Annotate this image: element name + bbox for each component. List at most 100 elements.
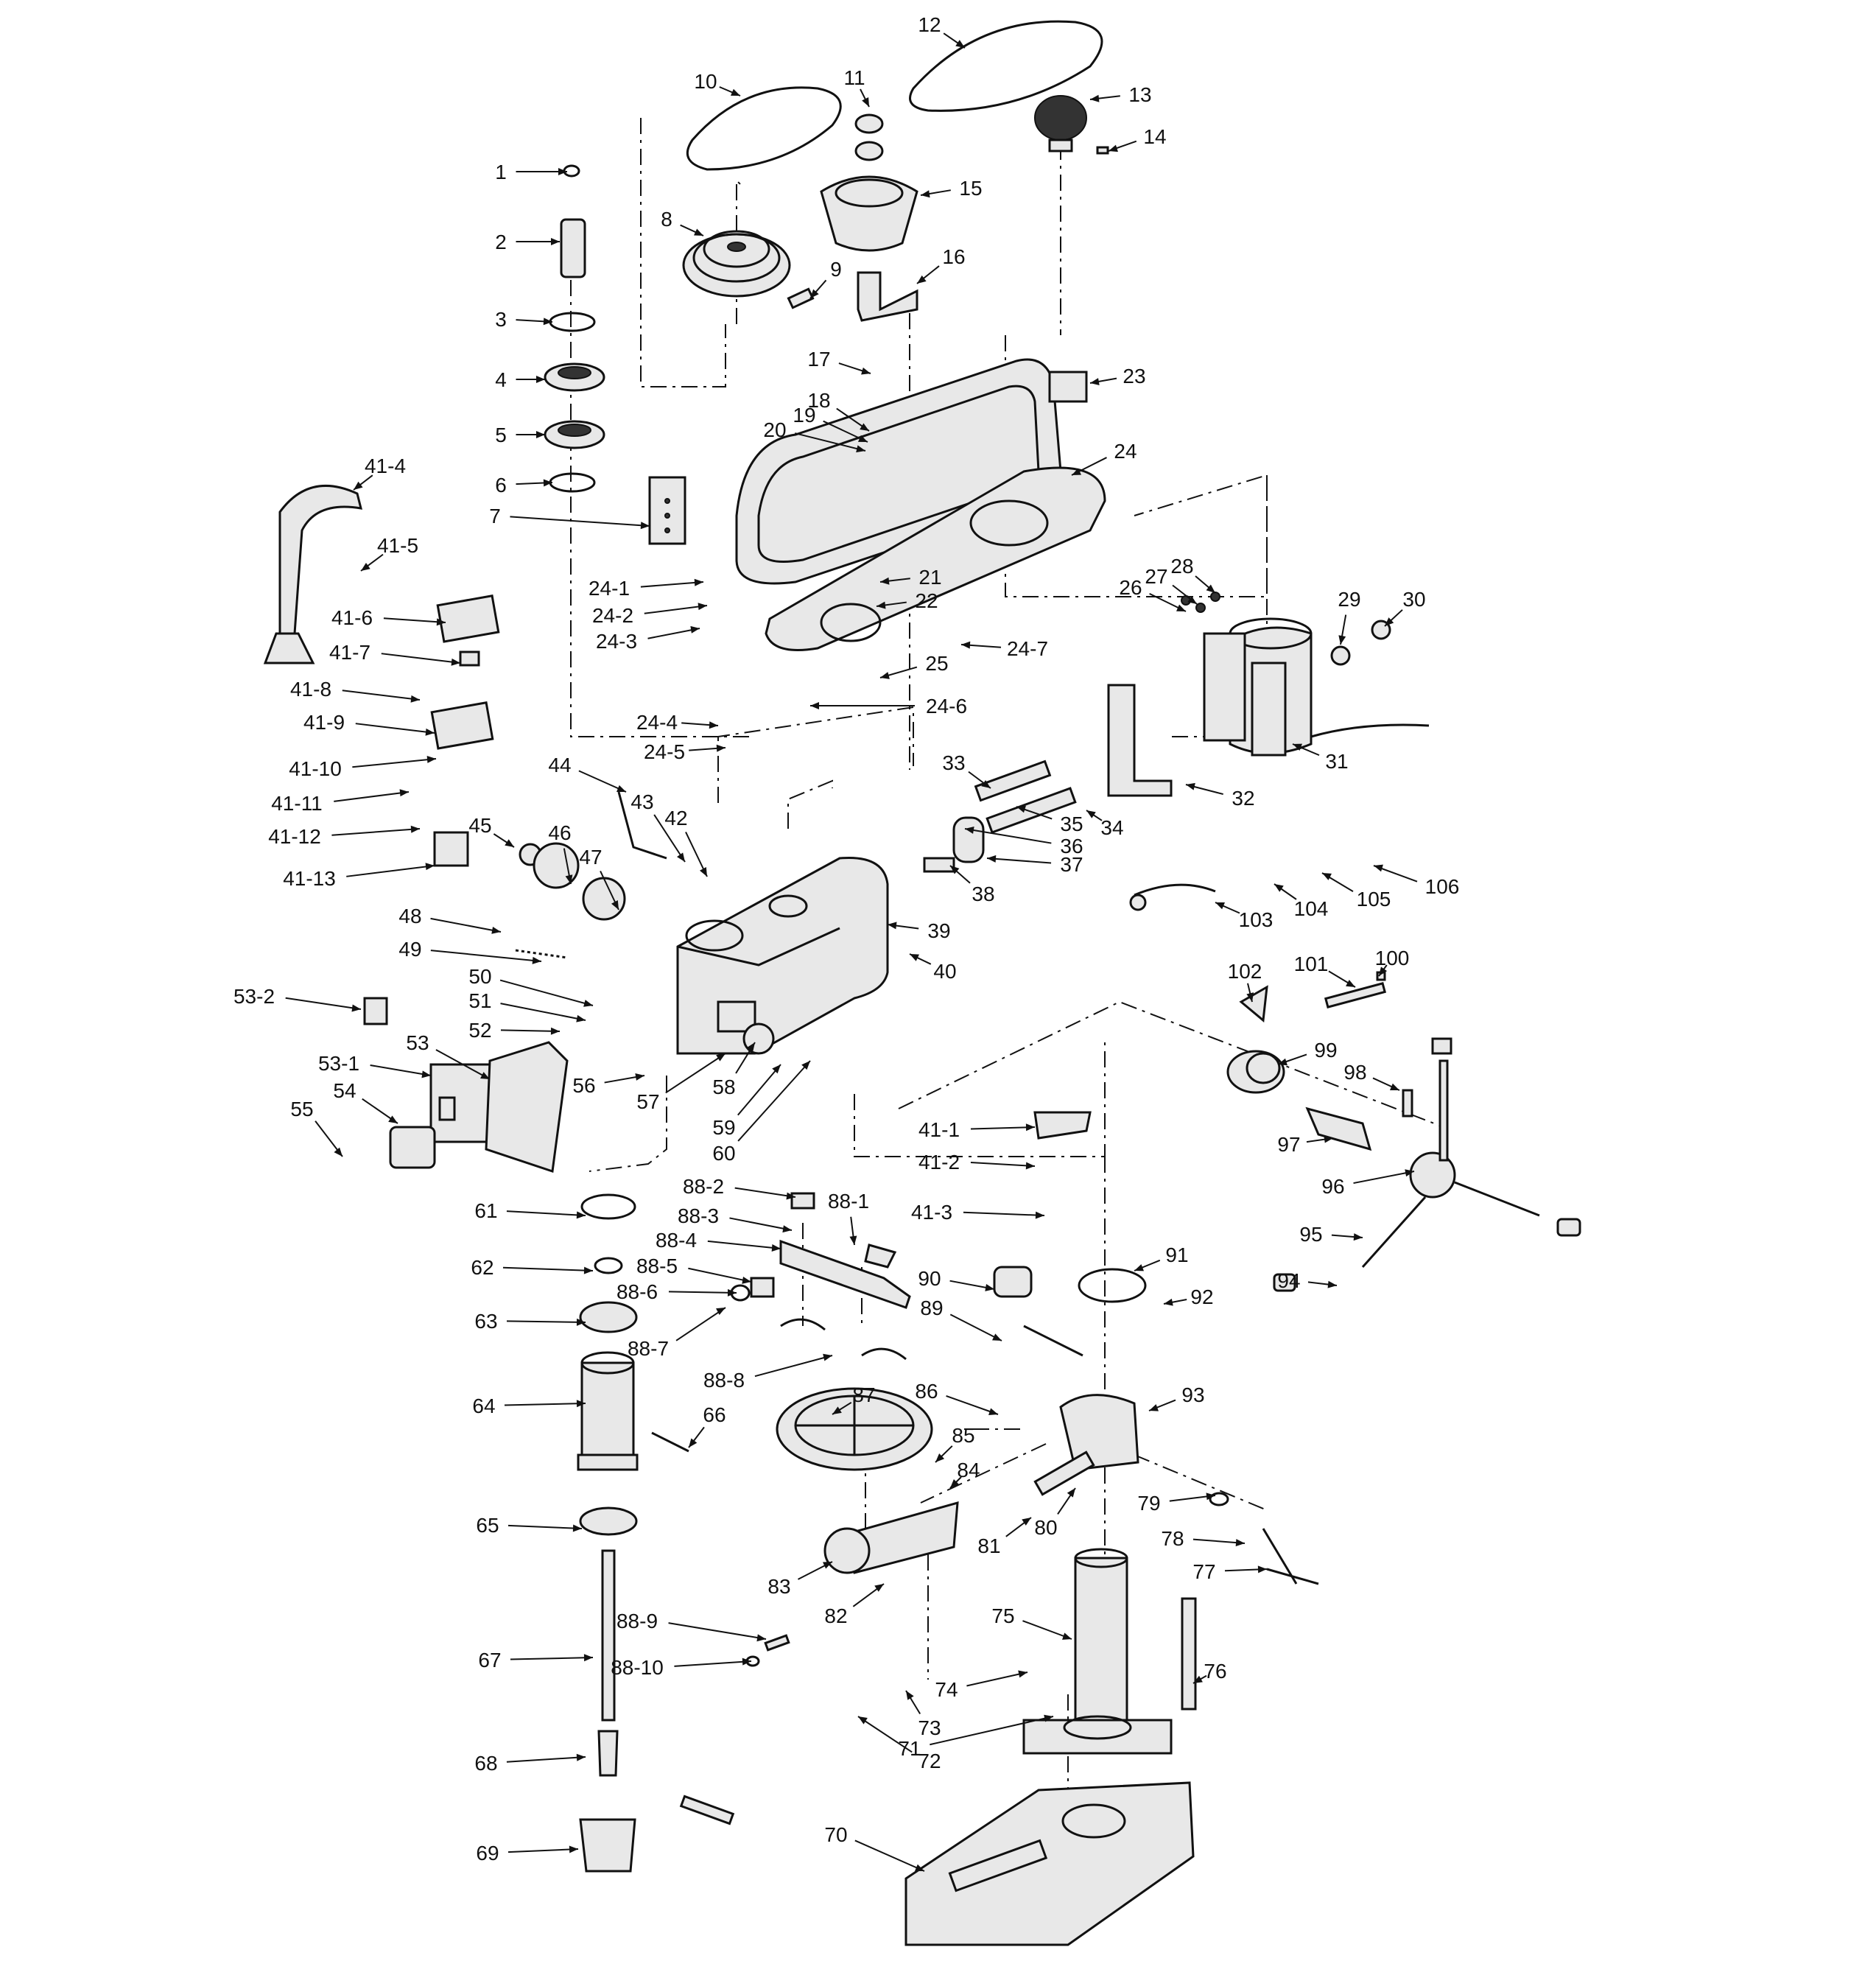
callout-text-35: 35	[1060, 813, 1083, 835]
callout-text-56: 56	[572, 1074, 595, 1097]
pulleys-and-belts	[682, 20, 1109, 322]
callout-text-41-13: 41-13	[283, 867, 336, 890]
callout-40: 40	[909, 953, 957, 983]
leader-line-36	[964, 828, 1052, 844]
callout-88-6: 88-6	[616, 1280, 737, 1303]
callout-text-87: 87	[852, 1383, 875, 1406]
callout-88-2: 88-2	[683, 1175, 796, 1200]
leader-arrow-41-10	[426, 755, 436, 763]
callout-text-41-2: 41-2	[918, 1151, 960, 1174]
motor-assembly	[974, 592, 1430, 834]
callout-80: 80	[1034, 1487, 1076, 1539]
callout-text-7: 7	[489, 505, 501, 527]
leader-arrow-13	[1090, 94, 1100, 102]
callout-73: 73	[905, 1690, 941, 1739]
callout-105: 105	[1321, 872, 1391, 911]
callout-text-13: 13	[1128, 83, 1151, 106]
leader-arrow-32	[1186, 782, 1195, 790]
switch-box	[263, 484, 569, 1173]
callout-text-85: 85	[952, 1424, 974, 1447]
callout-text-6: 6	[495, 474, 507, 497]
leader-arrow-89	[992, 1333, 1002, 1341]
callout-text-83: 83	[767, 1575, 790, 1598]
callout-30: 30	[1384, 588, 1426, 627]
callout-text-94: 94	[1277, 1269, 1300, 1292]
callout-text-89: 89	[920, 1297, 943, 1319]
leader-arrow-46	[565, 874, 573, 884]
leader-line-89	[949, 1313, 1002, 1341]
callout-16: 16	[916, 245, 966, 284]
leader-arrow-104	[1274, 884, 1284, 892]
callout-text-24-3: 24-3	[596, 630, 637, 653]
callout-103: 103	[1215, 902, 1273, 931]
leader-arrow-66	[689, 1438, 698, 1448]
leader-arrow-101	[1346, 979, 1355, 987]
leader-line-88-2	[734, 1187, 796, 1198]
callout-104: 104	[1273, 883, 1329, 920]
leader-line-68	[506, 1756, 586, 1763]
callout-91: 91	[1134, 1243, 1189, 1271]
leader-arrow-74	[1018, 1670, 1027, 1678]
callout-21: 21	[879, 566, 942, 589]
leader-line-41-2	[970, 1162, 1036, 1167]
leader-line-88-9	[668, 1622, 767, 1640]
callout-text-41-6: 41-6	[331, 606, 373, 629]
leader-arrow-38	[950, 866, 960, 874]
callout-text-76: 76	[1204, 1660, 1226, 1683]
leader-arrow-12	[955, 40, 965, 48]
leader-line-88-10	[674, 1660, 752, 1667]
leader-arrow-100	[1379, 967, 1388, 976]
leader-line-88-8	[754, 1355, 833, 1378]
leader-arrow-75	[1062, 1632, 1072, 1640]
callout-97: 97	[1277, 1133, 1334, 1156]
callout-41-11: 41-11	[271, 789, 410, 815]
callout-text-79: 79	[1137, 1492, 1160, 1515]
callout-text-41-7: 41-7	[329, 641, 370, 664]
callout-text-92: 92	[1190, 1285, 1213, 1308]
callout-74: 74	[935, 1670, 1028, 1701]
leader-line-61	[506, 1210, 586, 1216]
callout-text-41-11: 41-11	[271, 792, 323, 815]
callout-53: 53	[406, 1031, 491, 1080]
callout-text-91: 91	[1165, 1243, 1188, 1266]
leader-line-48	[430, 917, 502, 933]
callout-text-61: 61	[474, 1199, 497, 1222]
leader-arrow-52	[550, 1027, 560, 1035]
leader-arrow-85	[935, 1453, 945, 1462]
callout-61: 61	[474, 1199, 586, 1222]
leader-arrow-105	[1322, 873, 1332, 880]
callout-3: 3	[495, 308, 553, 331]
callout-53-2: 53-2	[233, 985, 362, 1012]
callout-57: 57	[636, 1053, 726, 1113]
callout-75: 75	[991, 1604, 1072, 1640]
leader-arrow-49	[532, 956, 541, 964]
callout-76: 76	[1192, 1660, 1227, 1684]
callout-text-99: 99	[1314, 1039, 1337, 1062]
callout-8: 8	[661, 208, 704, 236]
leader-arrow-64	[576, 1400, 586, 1408]
callout-41-7: 41-7	[329, 641, 461, 666]
callout-text-37: 37	[1060, 853, 1083, 876]
callout-62: 62	[471, 1256, 594, 1279]
leader-arrow-63	[576, 1318, 586, 1326]
leader-line-53-1	[370, 1064, 432, 1076]
leader-arrow-54	[388, 1115, 398, 1123]
callout-41-12: 41-12	[268, 825, 421, 848]
callout-27: 27	[1145, 565, 1198, 605]
callout-text-41-8: 41-8	[290, 678, 331, 701]
leader-arrow-18	[860, 423, 869, 431]
callout-text-88-1: 88-1	[828, 1190, 869, 1213]
callout-text-104: 104	[1294, 897, 1329, 920]
leader-arrow-88-9	[756, 1634, 766, 1642]
leader-line-43	[653, 814, 686, 863]
leader-line-41-3	[963, 1211, 1045, 1216]
callout-text-103: 103	[1239, 908, 1273, 931]
leader-arrow-86	[988, 1408, 998, 1415]
callout-51: 51	[468, 989, 586, 1022]
callout-text-88-10: 88-10	[611, 1656, 664, 1679]
callout-text-44: 44	[548, 754, 571, 776]
callout-45: 45	[468, 814, 515, 848]
leader-arrow-76	[1193, 1675, 1203, 1683]
leader-arrow-87	[832, 1406, 842, 1414]
callout-text-93: 93	[1181, 1383, 1204, 1406]
